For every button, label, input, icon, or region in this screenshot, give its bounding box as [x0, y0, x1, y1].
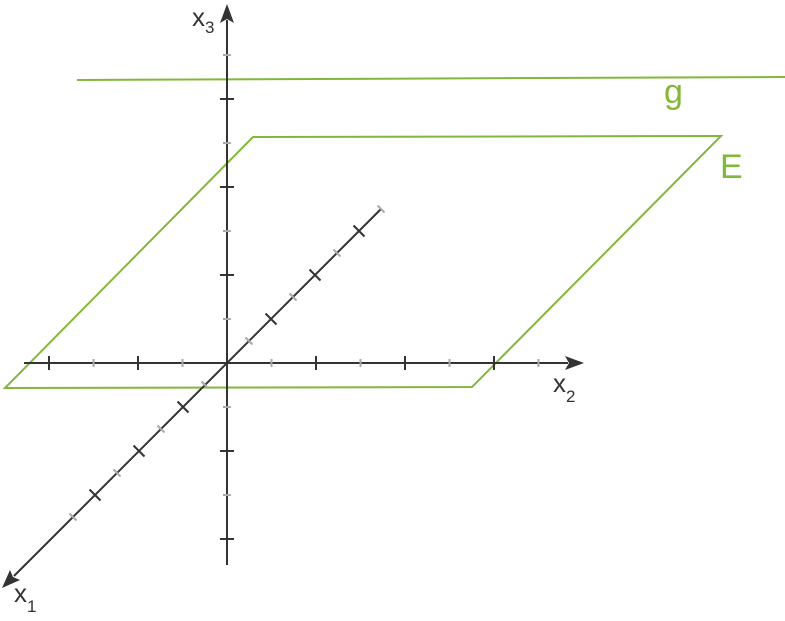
x3-arrowhead [220, 4, 234, 23]
x1-arrowhead [2, 570, 20, 588]
x1-label: x1 [14, 578, 36, 616]
x1-tick [264, 312, 278, 326]
x1-tick [176, 400, 190, 414]
x1-tick [200, 380, 210, 390]
x1-tick [88, 488, 102, 502]
x1-tick [156, 424, 166, 434]
x1-tick [244, 336, 254, 346]
x3-label: x3 [192, 2, 214, 37]
x2-arrowhead [565, 356, 584, 370]
line-g-label: g [664, 73, 683, 111]
plane-E-label: E [720, 148, 743, 186]
x1-tick [308, 268, 322, 282]
x1-tick [352, 224, 366, 238]
x1-tick [112, 468, 122, 478]
plane-E [2, 134, 724, 390]
x1-tick [376, 204, 386, 214]
x1-axis [13, 208, 382, 577]
x1-tick [332, 248, 342, 258]
x2-label: x2 [553, 368, 575, 406]
x1-tick [132, 444, 146, 458]
line-g [76, 76, 785, 81]
axis-ticks [48, 54, 540, 540]
x1-tick [288, 292, 298, 302]
x1-tick [68, 512, 78, 522]
